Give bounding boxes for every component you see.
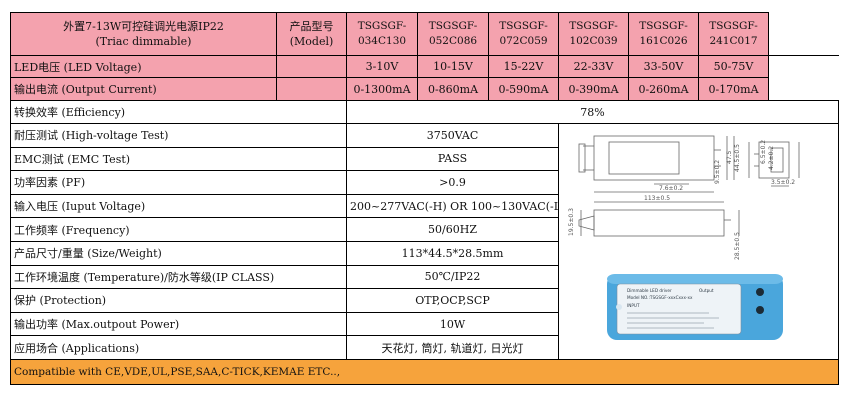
environment-row: 工作环境温度 (Temperature)/防水等级(IP CLASS) 50℃/… <box>10 264 839 290</box>
value-cell: 0-260mA <box>628 77 699 101</box>
blank-cell <box>768 77 839 101</box>
product-title-main: 外置7-13W可控硅调光电源IP22 <box>63 20 224 33</box>
model-header-en: (Model) <box>289 35 334 48</box>
value-cell: 50-75V <box>698 55 769 78</box>
applications-row: 应用场合 (Applications) 天花灯, 筒灯, 轨道灯, 日光灯 <box>10 335 839 360</box>
spec-sheet: 外置7-13W可控硅调光电源IP22 (Triac dimmable) 产品型号… <box>10 12 839 385</box>
dim-label: 7.6±0.2 <box>659 185 683 192</box>
blank-cell <box>768 55 839 78</box>
model-header: 产品型号 (Model) <box>276 12 347 56</box>
row-label: EMC测试 (EMC Test) <box>10 146 347 172</box>
model-header-cn: 产品型号 <box>289 20 334 33</box>
output-current-row: 输出电流 (Output Current) 0-1300mA 0-860mA 0… <box>10 77 839 101</box>
row-label: LED电压 (LED Voltage) <box>10 55 277 78</box>
row-label: 输出电流 (Output Current) <box>10 77 277 101</box>
row-label: 工作频率 (Frequency) <box>10 217 347 242</box>
label-line: Output <box>699 288 714 293</box>
value-cell: 113*44.5*28.5mm <box>346 240 559 266</box>
dim-label: 19.5±0.3 <box>568 208 575 236</box>
row-label: 输出功率 (Max.outpout Power) <box>10 311 347 337</box>
value-cell: 200~277VAC(-H) OR 100~130VAC(-L) <box>346 193 559 219</box>
hv-test-row: 耐压测试 (High-voltage Test) 3750VAC <box>10 123 839 360</box>
model-sku: TSGSGF-241C017 <box>698 12 769 56</box>
model-sku: TSGSGF-161C026 <box>628 12 699 56</box>
dim-label: 47.5 <box>726 150 733 164</box>
value-cell: 3750VAC <box>346 123 559 148</box>
dim-label: 4.2±0.2 <box>768 146 775 170</box>
blank-cell <box>768 12 839 56</box>
value-cell: 0-860mA <box>417 77 489 101</box>
input-voltage-row: 输入电压 (Iuput Voltage) 200~277VAC(-H) OR 1… <box>10 193 839 219</box>
value-cell: 0-1300mA <box>346 77 418 101</box>
model-sku: TSGSGF-052C086 <box>417 12 489 56</box>
header-row: 外置7-13W可控硅调光电源IP22 (Triac dimmable) 产品型号… <box>10 12 839 56</box>
row-label: 产品尺寸/重量 (Size/Weight) <box>10 240 347 266</box>
dim-label: 6.5±0.2 <box>760 140 767 164</box>
row-label: 保护 (Protection) <box>10 288 347 313</box>
row-label: 耐压测试 (High-voltage Test) <box>10 123 347 148</box>
row-label: 功率因素 (PF) <box>10 170 347 195</box>
dim-label: 44.5±0.5 <box>734 144 741 172</box>
size-weight-row: 产品尺寸/重量 (Size/Weight) 113*44.5*28.5mm <box>10 240 839 266</box>
compatibility-text: Compatible with CE,VDE,UL,PSE,SAA,C-TICK… <box>10 359 839 385</box>
label-line: Model NO.:TSGSGF-xxxCxxx-xx <box>627 295 693 300</box>
protection-row: 保护 (Protection) OTP,OCP,SCP <box>10 288 839 313</box>
row-label: 转换效率 (Efficiency) <box>10 100 347 124</box>
spec-table: 外置7-13W可控硅调光电源IP22 (Triac dimmable) 产品型号… <box>10 12 839 385</box>
value-cell: 0-170mA <box>698 77 769 101</box>
dim-label: 113±0.5 <box>644 195 670 202</box>
dim-label: 3.5±0.2 <box>771 179 795 186</box>
value-cell: 50/60HZ <box>346 217 559 242</box>
value-cell: 15-22V <box>488 55 559 78</box>
value-cell: 10-15V <box>417 55 489 78</box>
model-sku: TSGSGF-102C039 <box>558 12 629 56</box>
dim-label: 28.5±0.5 <box>734 232 741 260</box>
value-cell: 22-33V <box>558 55 629 78</box>
value-cell: 0-590mA <box>488 77 559 101</box>
emc-test-row: EMC测试 (EMC Test) PASS <box>10 146 839 172</box>
model-sku: TSGSGF-034C130 <box>346 12 418 56</box>
value-cell: 10W <box>346 311 559 337</box>
dimension-drawing: 47.5 44.5±0.5 9.5±0.2 7.6±0.2 113±0.5 19… <box>568 135 800 340</box>
row-label: 工作环境温度 (Temperature)/防水等级(IP CLASS) <box>10 264 347 290</box>
value-cell: OTP,OCP,SCP <box>346 288 559 313</box>
value-cell: 天花灯, 筒灯, 轨道灯, 日光灯 <box>346 335 559 360</box>
value-cell: 33-50V <box>628 55 699 78</box>
frequency-row: 工作频率 (Frequency) 50/60HZ <box>10 217 839 242</box>
compatibility-footer: Compatible with CE,VDE,UL,PSE,SAA,C-TICK… <box>10 359 839 385</box>
value-cell: >0.9 <box>346 170 559 195</box>
blank-cell <box>276 55 347 78</box>
product-title-sub: (Triac dimmable) <box>95 35 192 48</box>
label-line: INPUT <box>627 303 640 308</box>
label-line: Dimmable LED driver <box>627 288 672 293</box>
model-sku: TSGSGF-072C059 <box>488 12 559 56</box>
row-label: 应用场合 (Applications) <box>10 335 347 360</box>
value-cell: 3-10V <box>346 55 418 78</box>
led-voltage-row: LED电压 (LED Voltage) 3-10V 10-15V 15-22V … <box>10 55 839 78</box>
blank-cell <box>276 77 347 101</box>
dim-label: 9.5±0.2 <box>714 160 721 184</box>
driver-photo: Dimmable LED driver Model NO.:TSGSGF-xxx… <box>607 274 783 340</box>
product-title: 外置7-13W可控硅调光电源IP22 (Triac dimmable) <box>10 12 277 56</box>
value-cell: PASS <box>346 146 559 172</box>
value-cell: 0-390mA <box>558 77 629 101</box>
product-figure-cell: 47.5 44.5±0.5 9.5±0.2 7.6±0.2 113±0.5 19… <box>558 123 839 360</box>
row-label: 输入电压 (Iuput Voltage) <box>10 193 347 219</box>
value-cell: 50℃/IP22 <box>346 264 559 290</box>
efficiency-row: 转换效率 (Efficiency) 78% <box>10 100 839 124</box>
value-cell: 78% <box>346 100 839 124</box>
